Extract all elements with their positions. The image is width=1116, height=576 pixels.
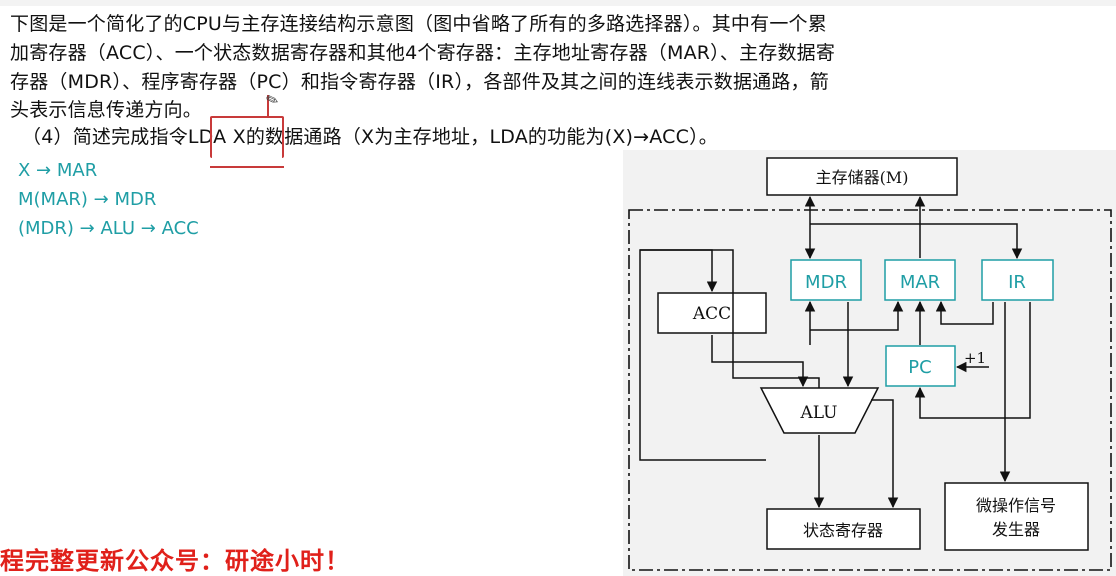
pc-increment-label: +1 <box>964 349 986 367</box>
cpu-boundary <box>628 209 1112 571</box>
mdr-to-mar <box>810 300 904 331</box>
main-memory-label: 主存储器(M) <box>816 168 909 187</box>
micro-op-generator-line2: 发生器 <box>992 520 1040 539</box>
bus-to-ir <box>810 223 1023 260</box>
question-line-3: 存器（MDR）、程序寄存器（PC）和指令寄存器（IR），各部件及其之间的连线表示… <box>10 71 829 93</box>
acc-to-alu <box>711 335 809 388</box>
pc-label: PC <box>908 357 931 378</box>
mdr-box <box>790 259 862 301</box>
watermark-text: 程完整更新公众号：研途小时！ <box>0 547 350 575</box>
ir-label: IR <box>1008 272 1026 293</box>
alu-to-acc-loop <box>639 249 820 461</box>
acc-box <box>657 292 767 334</box>
ir-box <box>981 259 1054 301</box>
question-line-4: 头表示信息传递方向。 <box>10 99 203 121</box>
question-part-4: （4）简述完成指令LDA X的数据通路（X为主存地址，LDA的功能为(X)→AC… <box>22 126 718 148</box>
answer-step-1: X → MAR <box>18 160 98 181</box>
alu-shape <box>759 387 880 434</box>
question-line-1: 下图是一个简化了的CPU与主存连接结构示意图（图中省略了所有的多路选择器）。其中… <box>10 13 827 35</box>
pc-box <box>885 345 956 387</box>
ir-to-pc <box>914 302 1031 419</box>
top-strip <box>0 0 1116 6</box>
question-line-2: 加寄存器（ACC）、一个状态数据寄存器和其他4个寄存器：主存地址寄存器（MAR）… <box>10 42 836 64</box>
mar-label: MAR <box>900 272 940 293</box>
alu-label: ALU <box>800 403 838 423</box>
status-register-box <box>766 508 921 550</box>
mdr-label: MDR <box>805 272 847 293</box>
micro-op-generator-box <box>944 482 1089 551</box>
answer-step-2: M(MAR) → MDR <box>18 189 157 210</box>
cpu-memory-diagram: 主存储器(M) MDR MAR IR ACC PC +1 ALU 状态寄存器 微… <box>628 157 1112 571</box>
highlight-annotation-tail <box>267 95 279 117</box>
acc-label: ACC <box>692 304 731 324</box>
highlight-annotation-box <box>210 116 284 168</box>
mar-box <box>884 259 956 301</box>
micro-op-generator-line1: 微操作信号 <box>976 496 1056 515</box>
ir-to-mar <box>935 300 994 325</box>
status-register-label: 状态寄存器 <box>803 521 883 540</box>
answer-step-3: (MDR) → ALU → ACC <box>18 218 199 239</box>
main-memory-box <box>766 157 958 196</box>
loop-to-acc <box>640 249 718 293</box>
alu-side-to-status <box>871 399 899 509</box>
